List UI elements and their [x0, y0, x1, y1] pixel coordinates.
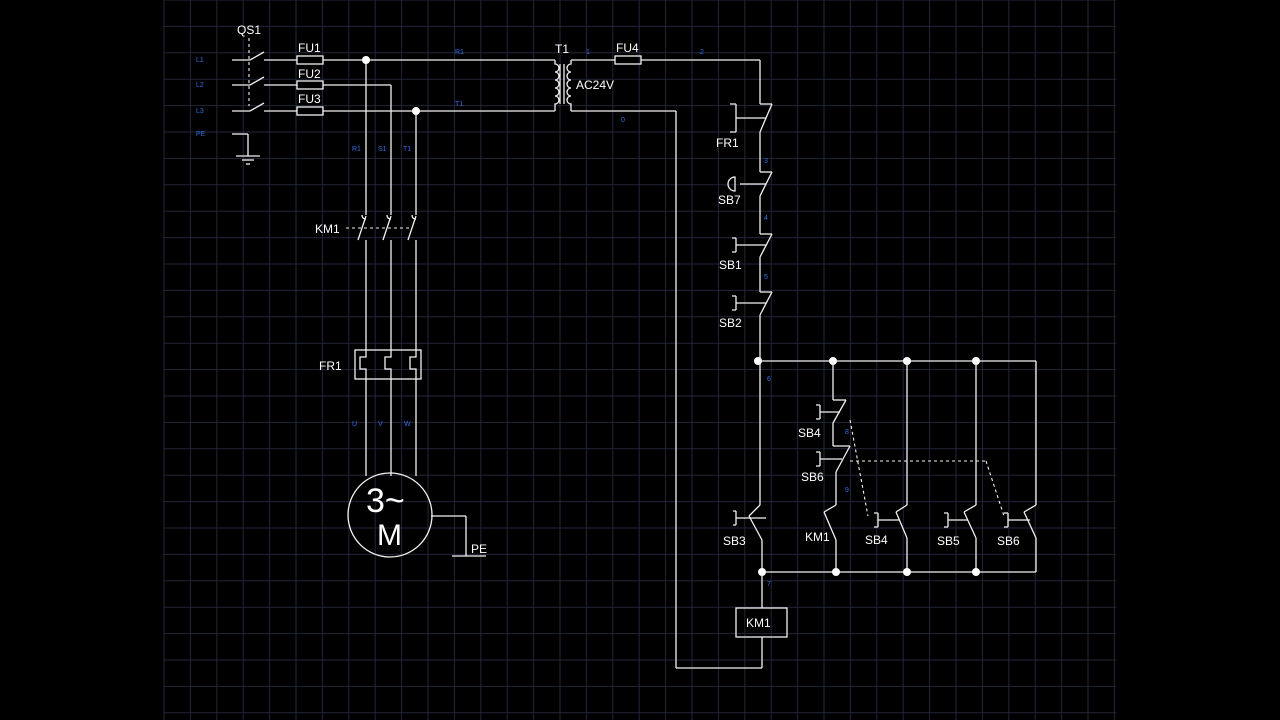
label-sb7: SB7	[718, 193, 741, 207]
net-4: 4	[764, 215, 768, 222]
label-fu3: FU3	[298, 92, 321, 106]
control-wiring	[571, 59, 763, 669]
net-s1: S1	[378, 146, 387, 153]
net-u: U	[352, 421, 357, 428]
motor	[347, 472, 486, 558]
net-5: 5	[764, 274, 768, 281]
net-8: 8	[845, 429, 849, 436]
label-sb2: SB2	[719, 316, 742, 330]
background-grid	[163, 0, 1116, 720]
net-l1: L1	[196, 57, 204, 64]
label-sb6-upper: SB6	[801, 470, 824, 484]
control-bus-bottom	[758, 568, 1036, 608]
label-t1: T1	[555, 42, 569, 56]
net-w: W	[404, 421, 411, 428]
label-sb3: SB3	[723, 534, 746, 548]
label-fu4: FU4	[616, 41, 639, 55]
net-t1-top: T1	[455, 101, 463, 108]
fuse-fu2	[296, 80, 324, 90]
coil-km1	[735, 607, 788, 638]
label-fr1-main: FR1	[319, 359, 342, 373]
label-fu2: FU2	[298, 67, 321, 81]
net-r1: R1	[352, 146, 361, 153]
net-0: 0	[621, 117, 625, 124]
label-fr1-ctrl: FR1	[716, 136, 739, 150]
fr1-nc-contact	[730, 103, 773, 172]
sb7-estop	[727, 171, 773, 234]
start-buttons	[733, 504, 1037, 572]
power-drops	[362, 56, 420, 215]
label-km1-coil: KM1	[746, 616, 771, 630]
label-sb1: SB1	[719, 258, 742, 272]
net-v: V	[378, 421, 383, 428]
sb4-sb6-interlock	[816, 399, 1005, 517]
contactor-km1-main	[346, 214, 417, 350]
supply-lines	[232, 38, 555, 165]
label-km1-aux: KM1	[805, 530, 830, 544]
net-9: 9	[845, 487, 849, 494]
label-sb4-upper: SB4	[798, 426, 821, 440]
overload-relay-fr1	[354, 349, 422, 476]
label-qs1: QS1	[237, 23, 261, 37]
net-pe: PE	[196, 131, 206, 138]
motor-phase-label: 3~	[366, 482, 405, 520]
net-2: 2	[700, 49, 704, 56]
label-km1-main: KM1	[315, 222, 340, 236]
label-sb5: SB5	[937, 534, 960, 548]
sb1-stop	[732, 233, 773, 292]
label-sb4-lower: SB4	[865, 533, 888, 547]
net-1: 1	[586, 49, 590, 56]
sb2-stop	[732, 291, 773, 361]
fuse-fu4	[614, 55, 642, 65]
net-3: 3	[764, 158, 768, 165]
net-l2: L2	[196, 82, 204, 89]
net-7: 7	[767, 581, 771, 588]
transformer-t1	[554, 60, 572, 111]
label-fu1: FU1	[298, 41, 321, 55]
label-pe-motor: PE	[471, 542, 487, 556]
fuse-fu1	[296, 55, 324, 65]
net-l3: L3	[196, 108, 204, 115]
net-6: 6	[767, 376, 771, 383]
fuse-fu3	[296, 106, 324, 116]
net-r1-top: R1	[455, 49, 464, 56]
motor-m-label: M	[377, 519, 402, 552]
label-sb6-lower: SB6	[997, 534, 1020, 548]
net-t1: T1	[403, 146, 411, 153]
label-ac24v: AC24V	[576, 78, 614, 92]
control-bus-top	[754, 357, 1037, 505]
